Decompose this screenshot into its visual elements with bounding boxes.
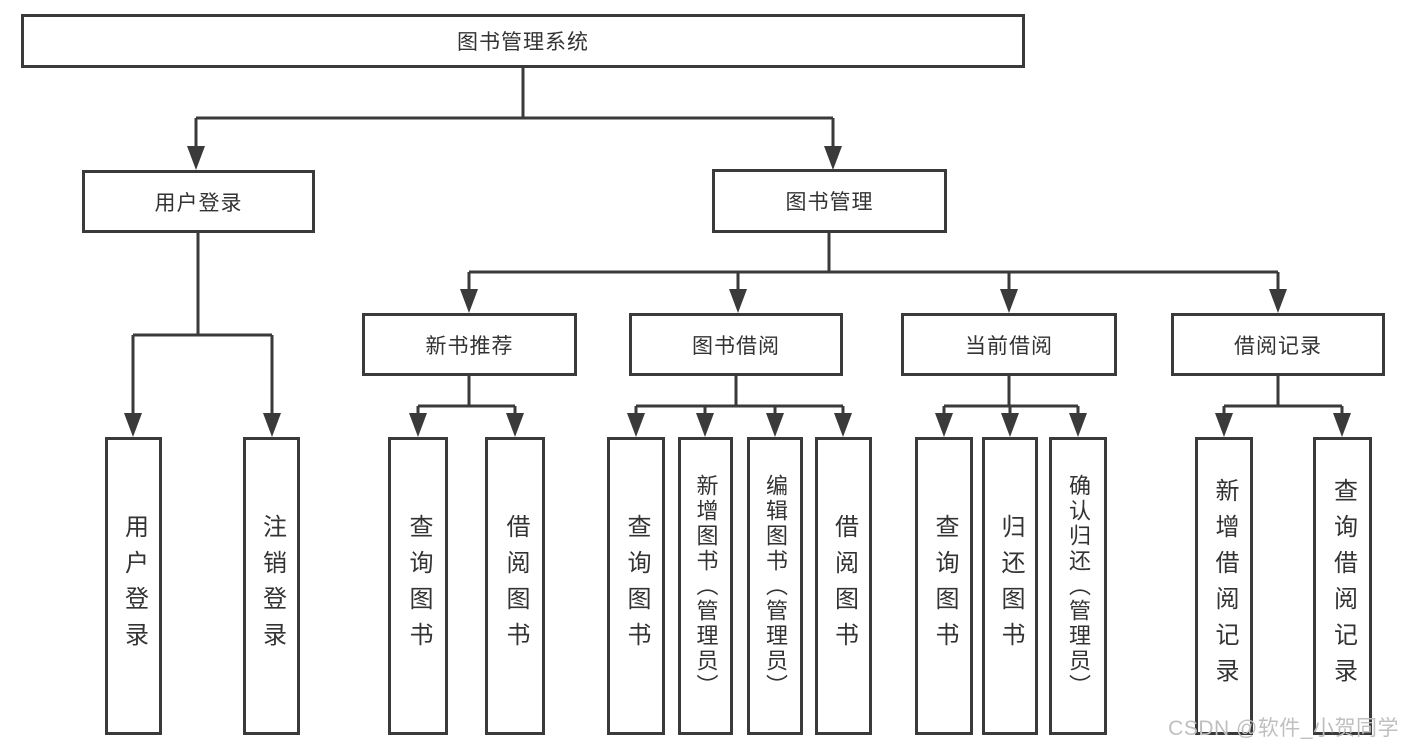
leaf-label: 用户登录: [120, 514, 148, 658]
leaf-label: 借阅图书: [830, 514, 858, 658]
node-user-login: 用户登录: [82, 170, 315, 233]
node-label: 用户登录: [154, 191, 243, 215]
node-current-borrowing: 当前借阅: [901, 313, 1117, 376]
leaf-label: 新增借阅记录: [1211, 478, 1238, 694]
leaf-label: 查询图书: [623, 514, 650, 658]
leaf-current-return-book: 归还图书: [982, 437, 1038, 735]
connector-userlogin-to-leaves: [124, 233, 281, 437]
leaf-label: 编辑图书（管理员）: [763, 473, 788, 699]
connector-bookmgmt-to-level3: [460, 233, 1287, 313]
node-label: 当前借阅: [965, 334, 1053, 358]
node-book-management: 图书管理: [712, 169, 947, 233]
leaf-records-add-borrow-record: 新增借阅记录: [1195, 437, 1253, 735]
node-borrowing-records: 借阅记录: [1171, 313, 1385, 376]
csdn-watermark: CSDN @软件_小贺同学: [1168, 717, 1399, 740]
node-label: 图书借阅: [692, 334, 780, 358]
leaf-label: 查询图书: [931, 514, 958, 658]
leaf-label: 归还图书: [997, 514, 1024, 658]
connector-root-to-level2: [187, 68, 842, 170]
connector-borrow-to-leaves: [627, 376, 852, 437]
node-library-management-system: 图书管理系统: [21, 14, 1025, 68]
leaf-label: 注销登录: [258, 514, 286, 658]
leaf-current-confirm-return-admin: 确认归还（管理员）: [1049, 437, 1107, 735]
leaf-borrowing-query-book: 查询图书: [607, 437, 665, 735]
leaf-label: 新增图书（管理员）: [693, 473, 719, 699]
leaf-logout-login: 注销登录: [243, 437, 300, 735]
leaf-label: 确认归还（管理员）: [1066, 473, 1091, 699]
connector-newbook-to-leaves: [409, 376, 524, 437]
node-label: 图书管理: [785, 191, 874, 214]
leaf-current-query-book: 查询图书: [915, 437, 973, 735]
leaf-recommend-borrow-book: 借阅图书: [485, 437, 545, 735]
leaf-borrowing-add-book-admin: 新增图书（管理员）: [678, 437, 733, 735]
leaf-label: 查询图书: [405, 514, 432, 658]
leaf-records-query-borrow-record: 查询借阅记录: [1313, 437, 1372, 735]
leaf-label: 查询借阅记录: [1329, 478, 1357, 694]
leaf-recommend-query-book: 查询图书: [388, 437, 448, 735]
connector-current-to-leaves: [935, 376, 1087, 437]
node-label: 图书管理系统: [457, 31, 589, 54]
leaf-borrowing-borrow-book: 借阅图书: [815, 437, 872, 735]
leaf-user-login: 用户登录: [105, 437, 162, 735]
node-label: 借阅记录: [1234, 334, 1322, 358]
connector-records-to-leaves: [1215, 376, 1351, 437]
node-label: 新书推荐: [425, 334, 514, 358]
leaf-label: 借阅图书: [502, 514, 529, 658]
leaf-borrowing-edit-book-admin: 编辑图书（管理员）: [747, 437, 803, 735]
node-new-book-recommendation: 新书推荐: [362, 313, 577, 376]
node-book-borrowing: 图书借阅: [629, 313, 843, 376]
